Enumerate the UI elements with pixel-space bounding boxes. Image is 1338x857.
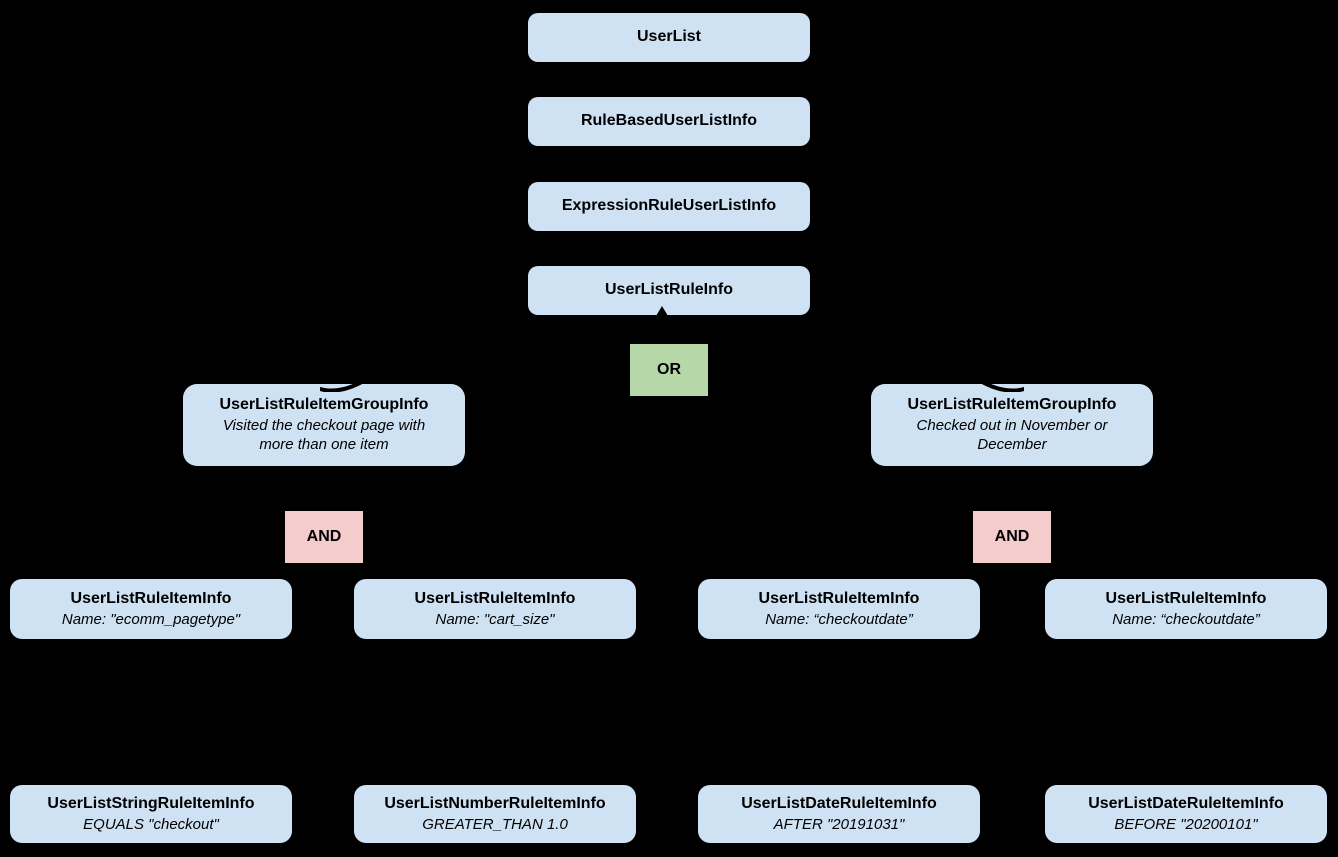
item-subtitle: Name: "cart_size" <box>435 610 555 628</box>
node-label: UserList <box>636 28 702 46</box>
node-expressionruleuserlistinfo: ExpressionRuleUserListInfo <box>528 182 810 231</box>
node-userlist: UserList <box>528 13 810 62</box>
and-operator-box-left: AND <box>285 511 363 563</box>
rule-item-node-checkoutdate-1: UserListRuleItemInfo Name: “checkoutdate… <box>698 579 980 639</box>
leaf-subtitle: GREATER_THAN 1.0 <box>422 815 568 833</box>
group-node-right: UserListRuleItemGroupInfo Checked out in… <box>871 384 1153 466</box>
leaf-title: UserListDateRuleItemInfo <box>1088 794 1284 812</box>
group-title: UserListRuleItemGroupInfo <box>907 396 1117 414</box>
leaf-title: UserListStringRuleItemInfo <box>47 794 255 812</box>
leaf-node-date-rule-before: UserListDateRuleItemInfo BEFORE "2020010… <box>1045 785 1327 843</box>
leaf-node-number-rule: UserListNumberRuleItemInfo GREATER_THAN … <box>354 785 636 843</box>
and-operator-box-right: AND <box>973 511 1051 563</box>
leaf-subtitle: AFTER "20191031" <box>773 815 905 833</box>
rule-item-node-checkoutdate-2: UserListRuleItemInfo Name: “checkoutdate… <box>1045 579 1327 639</box>
rule-item-node-ecomm-pagetype: UserListRuleItemInfo Name: "ecomm_pagety… <box>10 579 292 639</box>
or-operator-box: OR <box>630 344 708 396</box>
item-title: UserListRuleItemInfo <box>70 589 232 607</box>
rule-item-node-cart-size: UserListRuleItemInfo Name: "cart_size" <box>354 579 636 639</box>
item-subtitle: Name: "ecomm_pagetype" <box>61 610 241 628</box>
leaf-node-string-rule: UserListStringRuleItemInfo EQUALS "check… <box>10 785 292 843</box>
item-title: UserListRuleItemInfo <box>758 589 920 607</box>
leaf-title: UserListNumberRuleItemInfo <box>384 794 606 812</box>
item-title: UserListRuleItemInfo <box>1105 589 1267 607</box>
group-title: UserListRuleItemGroupInfo <box>219 396 429 414</box>
node-label: RuleBasedUserListInfo <box>580 112 758 130</box>
item-title: UserListRuleItemInfo <box>414 589 576 607</box>
leaf-subtitle: EQUALS "checkout" <box>83 815 219 833</box>
group-subtitle: Checked out in November or December <box>916 416 1108 454</box>
leaf-node-date-rule-after: UserListDateRuleItemInfo AFTER "20191031… <box>698 785 980 843</box>
or-label: OR <box>657 361 681 378</box>
leaf-subtitle: BEFORE "20200101" <box>1114 815 1258 833</box>
item-subtitle: Name: “checkoutdate” <box>1112 610 1260 628</box>
and-label: AND <box>306 528 342 545</box>
group-node-left: UserListRuleItemGroupInfo Visited the ch… <box>183 384 465 466</box>
and-label: AND <box>994 528 1030 545</box>
node-label: UserListRuleInfo <box>604 281 733 299</box>
leaf-title: UserListDateRuleItemInfo <box>741 794 937 812</box>
node-label: ExpressionRuleUserListInfo <box>561 197 777 215</box>
group-subtitle: Visited the checkout page with more than… <box>222 416 426 454</box>
item-subtitle: Name: “checkoutdate” <box>765 610 913 628</box>
node-userlistruleinfo: UserListRuleInfo <box>528 266 810 315</box>
node-rulebaseduserlistinfo: RuleBasedUserListInfo <box>528 97 810 146</box>
